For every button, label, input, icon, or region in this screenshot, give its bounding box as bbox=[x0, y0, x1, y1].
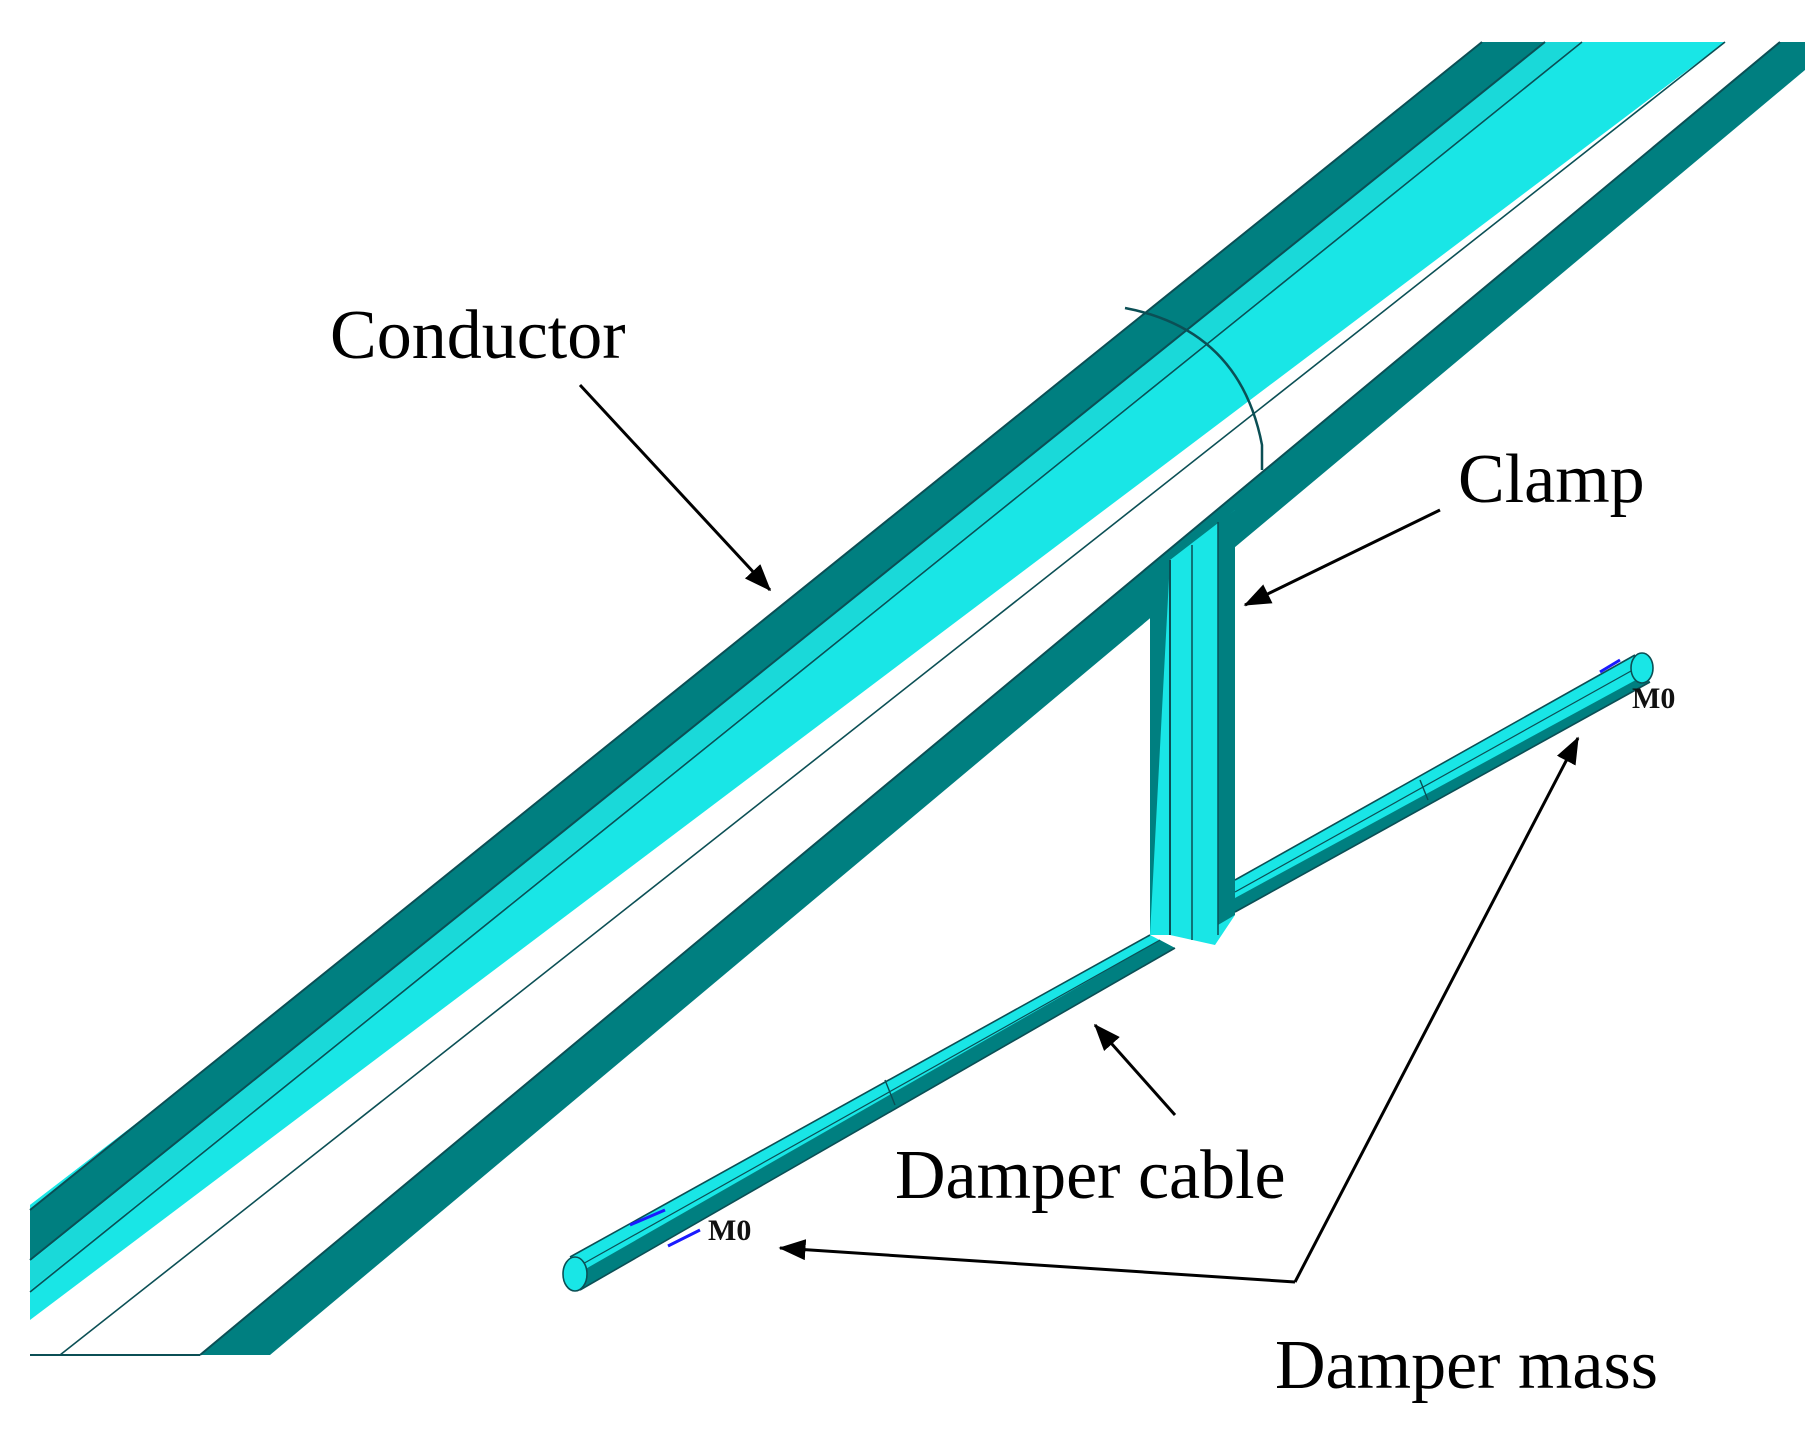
mass-tag-left: M0 bbox=[708, 1214, 751, 1247]
label-damper-mass: Damper mass bbox=[1275, 1327, 1658, 1404]
damper-mass-arrow-left bbox=[778, 1239, 1296, 1284]
mass-tag-right: M0 bbox=[1632, 682, 1675, 715]
conductor-arrow bbox=[578, 383, 772, 592]
damper-cable-arrow bbox=[1093, 1023, 1177, 1116]
conductor-cut bbox=[0, 1358, 30, 1430]
damper-mass-right: M0 bbox=[1599, 658, 1675, 715]
label-clamp: Clamp bbox=[1458, 441, 1645, 518]
damper-cable-right-end bbox=[1630, 652, 1654, 684]
conductor-strip bbox=[30, 42, 1580, 1290]
label-conductor: Conductor bbox=[330, 297, 626, 374]
conductor-bar bbox=[0, 41, 1805, 1430]
damper-cable-left-end bbox=[562, 1256, 588, 1292]
conductor-front-face bbox=[30, 42, 1725, 1320]
clamp-arrow bbox=[1243, 508, 1441, 607]
conductor-seam bbox=[1124, 306, 1264, 470]
conductor-lower-band bbox=[200, 42, 1805, 1355]
callout-arrows bbox=[578, 383, 1580, 1284]
label-damper-cable: Damper cable bbox=[895, 1137, 1286, 1214]
clamp bbox=[1150, 510, 1235, 945]
damper-mass-left: M0 bbox=[629, 1208, 751, 1248]
damper-mass-arrow-trunk bbox=[1293, 736, 1580, 1283]
damper-cable bbox=[562, 652, 1654, 1292]
clamp-right-side bbox=[1218, 510, 1235, 925]
